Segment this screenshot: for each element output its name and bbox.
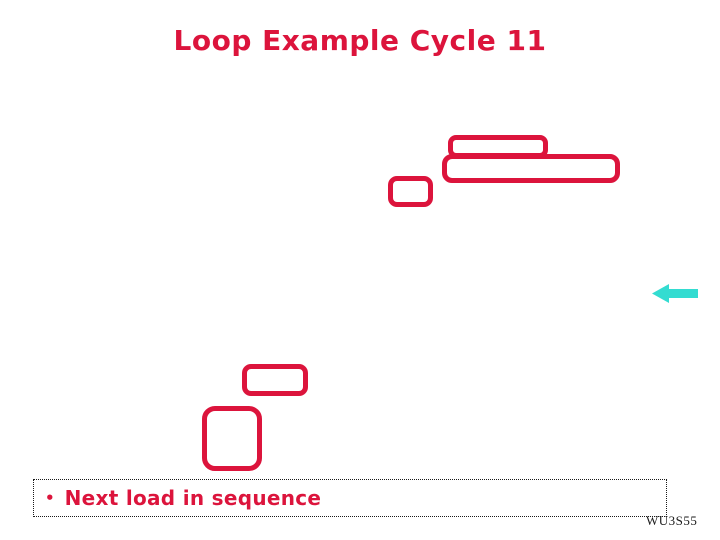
watermark-label: WU3S55 [646,513,698,528]
red-box-bottom-small [242,364,308,396]
red-box-bottom-square [202,406,262,471]
slide-title: Loop Example Cycle 11 [173,24,547,57]
red-box-top-wide [442,154,620,183]
bullet-marker: • [45,488,55,507]
red-box-top-small [388,176,433,207]
bullet-text: Next load in sequence [64,486,322,510]
left-arrow-shape [652,284,698,303]
bullet-placeholder-box: • Next load in sequence [33,479,667,517]
left-arrow-icon [652,284,698,303]
